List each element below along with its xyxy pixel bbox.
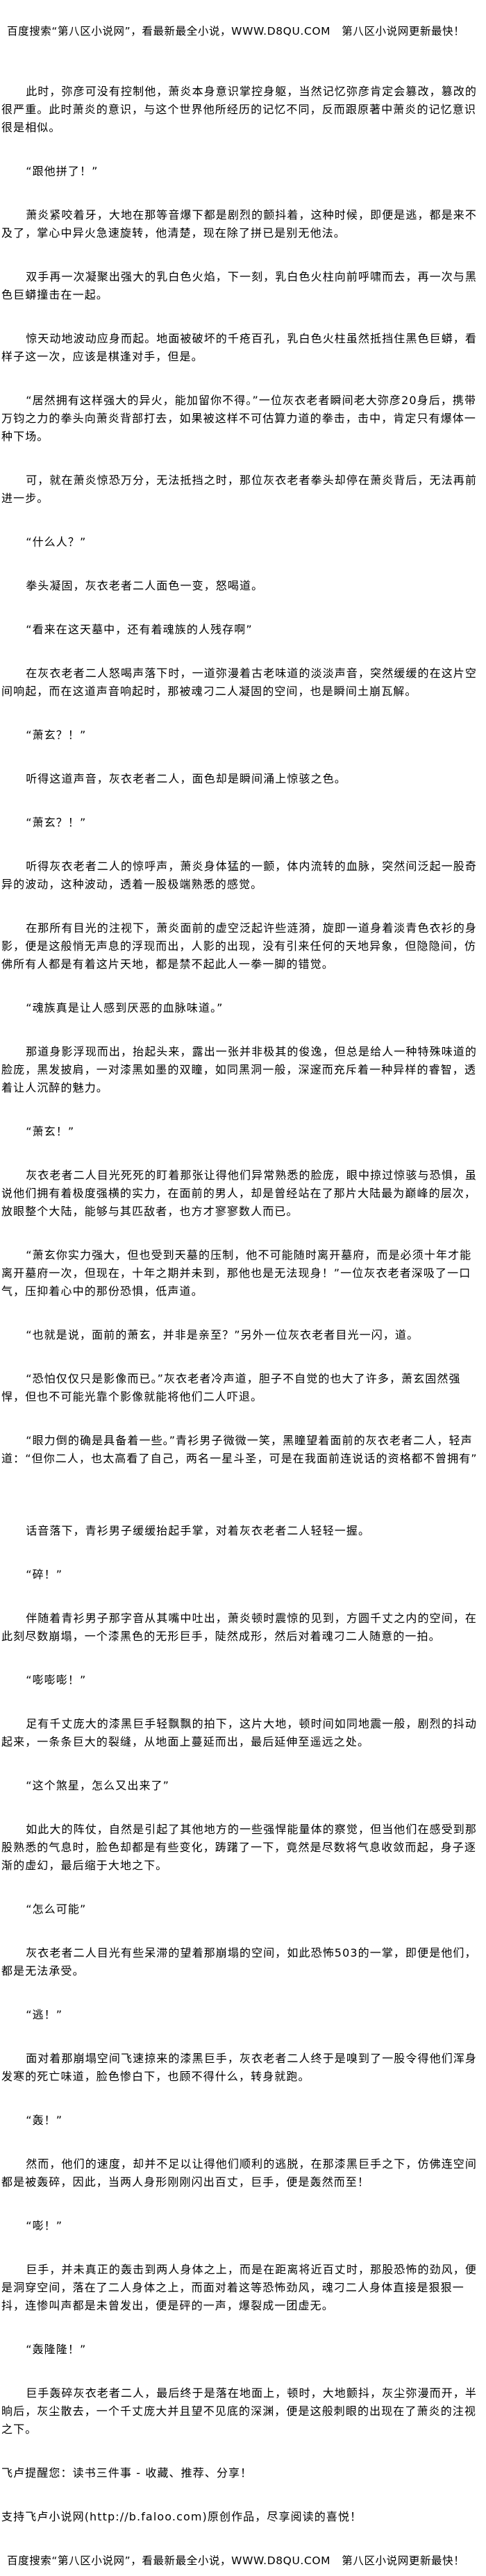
story-paragraph: “萧玄你实力强大，但也受到天墓的压制，他不可能随时离开墓府，而是必须十年才能离开…	[1, 1248, 472, 1298]
story-paragraph: 足有千丈庞大的漆黑巨手轻飘飘的拍下，这片大地，顿时间如同地震一般，剧烈的抖动起来…	[1, 1717, 477, 1748]
story-paragraph: “嘭！”	[26, 2219, 63, 2232]
story-paragraph: “眼力倒的确是具备着一些。”青衫男子微微一笑，黑瞳望着面前的灰衣老者二人，轻声道…	[1, 1434, 478, 1465]
story-paragraph: 可，就在萧炎惊恐万分，无法抵挡之时，那位灰衣老者拳头却停在萧炎背后，无法再前进一…	[1, 474, 477, 505]
story-paragraph: 灰衣老者二人目光有些呆滞的望着那崩塌的空间，如此恐怖503的一掌，即便是他们，都…	[1, 1946, 477, 1977]
story-paragraph: 萧炎紧咬着牙，大地在那等音爆下都是剧烈的颤抖着，这种时候，即便是逃，都是来不及了…	[1, 208, 477, 240]
footer-support: 支持飞卢小说网(http://b.faloo.com)原创作品，尽享阅读的喜悦！	[1, 2510, 362, 2523]
story-paragraph: 然而，他们的速度，却并不足以让得他们顺利的逃脱，在那漆黑巨手之下，仿佛连空间都是…	[1, 2157, 477, 2189]
story-paragraph: 双手再一次凝聚出强大的乳白色火焰，下一刻，乳白色火柱向前呼啸而去，再一次与黑色巨…	[1, 270, 477, 301]
story-paragraph: 拳头凝固，灰衣老者二人面色一变，怒喝道。	[26, 579, 264, 592]
story-paragraph: “轰隆隆！”	[26, 2343, 87, 2356]
story-paragraph: “什么人？”	[26, 535, 87, 549]
story-paragraph: “轰！”	[26, 2114, 63, 2127]
story-paragraph: 那道身影浮现而出，抬起头来，露出一张并非极其的俊逸，但总是给人一种特殊味道的脸庞…	[1, 1045, 477, 1094]
story-paragraph: 在灰衣老者二人怒喝声落下时，一道弥漫着古老味道的淡淡声音，突然缓缓的在这片空间响…	[1, 667, 477, 698]
story-paragraph: 巨手，并未真正的轰击到两人身体之上，而是在距离将近百丈时，那股恐怖的劲风，便是洞…	[1, 2263, 477, 2312]
story-paragraph: “居然拥有这样强大的异火，能加留你不得。”一位灰衣老者瞬间老大弥彦20身后，携带…	[1, 394, 477, 443]
story-paragraph: 面对着那崩塌空间飞速掠来的漆黑巨手，灰衣老者二人终于是嗅到了一股令得他们浑身发寒…	[1, 2052, 477, 2083]
story-paragraph: “魂族真是让人感到厌恶的血脉味道。”	[26, 1001, 224, 1014]
story-paragraph: “碎！”	[26, 1568, 63, 1581]
story-paragraph: 灰衣老者二人目光死死的盯着那张让得他们异常熟悉的脸庞，眼中掠过惊骇与恐惧，虽说他…	[1, 1169, 477, 1218]
story-paragraph: 伴随着青衫男子那字音从其嘴中吐出，萧炎顿时震惊的见到，方圆千丈之内的空间，在此刻…	[1, 1612, 477, 1643]
story-paragraph: “看来在这天墓中，还有着魂族的人残存啊”	[26, 623, 253, 636]
story-paragraph: 话音落下，青衫男子缓缓抬起手掌，对着灰衣老者二人轻轻一握。	[26, 1524, 371, 1537]
story-paragraph: “萧玄！”	[26, 1125, 75, 1138]
story-paragraph: “怎么可能”	[26, 1902, 87, 1916]
chapter-paragraphs: 此时，弥彦可没有控制他，萧炎本身意识掌控身躯，当然记忆弥彦肯定会篡改，篡改的很严…	[1, 83, 480, 2439]
story-paragraph: 听得这道声音，灰衣老者二人，面色却是瞬间涌上惊骇之色。	[26, 772, 346, 785]
story-paragraph: “嘭嘭嘭！”	[26, 1673, 87, 1687]
story-paragraph: “萧玄？！”	[26, 816, 87, 829]
site-banner-bottom: 百度搜索“第八区小说网”，看最新最全小说，WWW.D8QU.COM 第八区小说网…	[7, 2554, 465, 2567]
story-paragraph: “恐怕仅仅只是影像而已。”灰衣老者冷声道，胆子不自觉的也大了许多，萧玄固然强悍，…	[1, 1372, 461, 1403]
story-paragraph: “也就是说，面前的萧玄，并非是亲至？”另外一位灰衣老者目光一闪，道。	[26, 1328, 419, 1341]
story-paragraph: 惊天动地波动应身而起。地面被破坏的千疮百孔，乳白色火柱虽然抵挡住黑色巨蟒，看样子…	[1, 332, 477, 363]
story-paragraph: 听得灰衣老者二人的惊呼声，萧炎身体猛的一颤，体内流转的血脉，突然间泛起一股奇异的…	[1, 860, 477, 891]
story-paragraph: 在那所有目光的注视下，萧炎面前的虚空泛起许些涟漪，旋即一道身着淡青色衣衫的身影，…	[1, 921, 477, 971]
footer-reminder: 飞卢提醒您：读书三件事 - 收藏、推荐、分享！	[1, 2466, 253, 2479]
story-paragraph: 如此大的阵仗，自然是引起了其他地方的一些强悍能量体的察觉，但当他们在感受到那股熟…	[1, 1823, 477, 1872]
story-paragraph: 此时，弥彦可没有控制他，萧炎本身意识掌控身躯，当然记忆弥彦肯定会篡改，篡改的很严…	[1, 85, 477, 134]
story-paragraph: “这个煞星，怎么又出来了”	[26, 1779, 170, 1792]
story-paragraph: “萧玄？！”	[26, 728, 87, 742]
story-paragraph: 巨手轰碎灰衣老者二人，最后终于是落在地面上，顿时，大地颤抖，灰尘弥漫而开，半晌后…	[1, 2386, 477, 2436]
chapter-content: 此时，弥彦可没有控制他，萧炎本身意识掌控身躯，当然记忆弥彦肯定会篡改，篡改的很严…	[1, 83, 480, 2570]
site-banner-top: 百度搜索“第八区小说网”，看最新最全小说，WWW.D8QU.COM 第八区小说网…	[7, 25, 465, 37]
story-paragraph: “跟他拼了！”	[26, 165, 99, 178]
story-paragraph: “逃！”	[26, 2008, 63, 2021]
